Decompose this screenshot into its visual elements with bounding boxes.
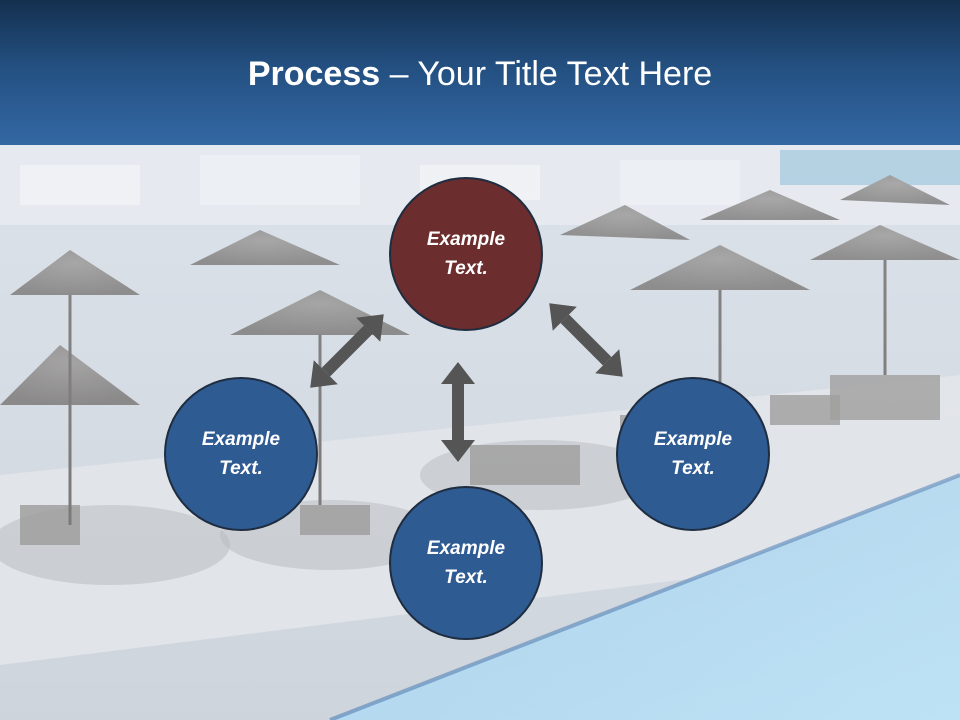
node-left-label: Example Text.: [201, 429, 281, 479]
title-bold: Process: [247, 55, 381, 93]
node-right-label: Example Text.: [653, 429, 733, 479]
slide-title[interactable]: Process – Your Title Text Here: [0, 52, 960, 96]
node-right[interactable]: Example Text.: [616, 377, 770, 531]
node-bottom-label: Example Text.: [426, 538, 506, 588]
arrow-top-right: [549, 303, 623, 377]
arrow-vertical: [441, 362, 475, 462]
node-top[interactable]: Example Text.: [389, 177, 543, 331]
arrow-top-left: [310, 314, 384, 388]
node-left[interactable]: Example Text.: [164, 377, 318, 531]
node-top-label: Example Text.: [426, 229, 506, 279]
node-bottom[interactable]: Example Text.: [389, 486, 543, 640]
title-bar: [0, 0, 960, 145]
title-rest: – Your Title Text Here: [380, 55, 713, 93]
